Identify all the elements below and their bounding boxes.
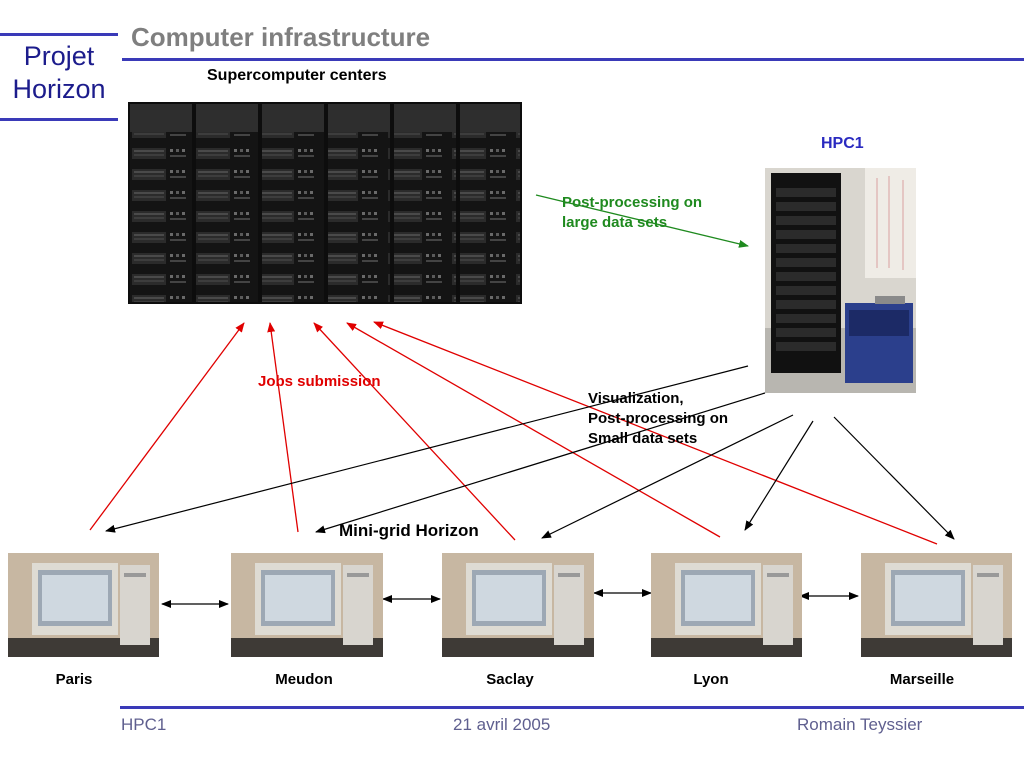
- footer-author: Romain Teyssier: [797, 715, 923, 734]
- brand-line-1: Projet: [23, 41, 95, 71]
- workstation-saclay: [442, 553, 594, 657]
- workstation-paris: [8, 553, 159, 657]
- title-rule: [122, 58, 1024, 61]
- viz-arrow-marseille: [833, 416, 955, 540]
- jobs-arrow-lyon: [346, 322, 721, 538]
- site-label-meudon: Meudon: [275, 671, 333, 688]
- site-label-marseille: Marseille: [889, 671, 955, 688]
- hpc-image: [765, 168, 916, 393]
- postproc-large-arrow: [535, 194, 749, 248]
- jobs-arrow-saclay: [313, 322, 516, 541]
- brand-line-2: Horizon: [12, 74, 106, 104]
- viz-arrow-lyon: [744, 420, 814, 531]
- footer-date: 21 avril 2005: [453, 715, 551, 734]
- viz-arrow-paris: [105, 365, 749, 533]
- footer-rule: [120, 706, 1024, 709]
- workstation-lyon: [651, 553, 802, 657]
- supercomputer-label: Supercomputer centers: [207, 67, 387, 84]
- viz-arrow-saclay: [541, 414, 794, 539]
- jobs-submission-label: Jobs submission: [258, 373, 381, 390]
- postproc-large-label: Post-processing on large data sets: [562, 194, 703, 231]
- site-label-lyon: Lyon: [693, 671, 729, 688]
- jobs-arrow-paris: [89, 322, 245, 531]
- viz-arrow-meudon: [315, 392, 766, 534]
- minigrid-label: Mini-grid Horizon: [339, 521, 479, 540]
- brand-logo: Projet Horizon: [0, 40, 118, 106]
- page-title: Computer infrastructure: [131, 22, 431, 52]
- supercomputer-image: [128, 102, 522, 304]
- workstation-marseille: [861, 553, 1012, 657]
- brand-top-rule: [0, 33, 118, 36]
- visualization-label: Visualization, Post-processing on Small …: [588, 390, 729, 447]
- site-label-saclay: Saclay: [486, 671, 534, 688]
- footer-left: HPC1: [121, 715, 167, 734]
- jobs-arrow-marseille: [373, 321, 938, 545]
- hpc-label: HPC1: [821, 135, 864, 152]
- jobs-arrow-meudon: [267, 322, 299, 533]
- site-label-paris: Paris: [55, 671, 93, 688]
- workstation-meudon: [231, 553, 383, 657]
- brand-bottom-rule: [0, 118, 118, 121]
